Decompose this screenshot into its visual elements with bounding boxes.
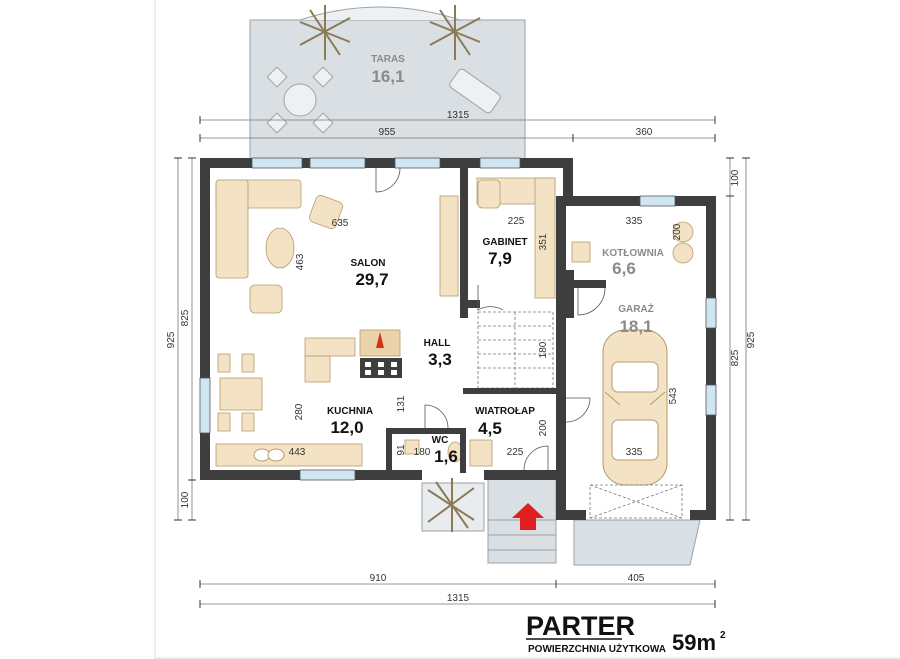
dim-kitchen-d: 280 (294, 403, 305, 420)
fire-icon (376, 332, 384, 348)
room-area-hall: 3,3 (428, 350, 452, 369)
inner-dimensions: 635 463 225 351 335 200 180 280 443 131 … (289, 216, 683, 458)
room-name-hall: HALL (424, 338, 451, 349)
room-name-salon: SALON (351, 258, 386, 269)
room-area-taras: 16,1 (371, 67, 404, 86)
dim-wc-w: 180 (414, 447, 431, 458)
dim-top-left: 955 (379, 127, 396, 138)
room-name-wiatrolap: WIATROŁAP (475, 406, 535, 417)
floor-legend: PARTER POWIERZCHNIA UŻYTKOWA 59m 2 (526, 611, 726, 655)
stairs (477, 311, 554, 389)
dim-wc-d2: 91 (396, 444, 407, 456)
dim-bottom-total: 1315 (447, 593, 470, 604)
dim-top-total: 1315 (447, 110, 470, 121)
floor-total-unit: 2 (720, 630, 726, 641)
dim-gabinet-d: 351 (538, 233, 549, 250)
dim-hall-d: 180 (538, 341, 549, 358)
room-area-garaz: 18,1 (619, 317, 652, 336)
room-area-salon: 29,7 (355, 270, 388, 289)
dim-right-outer: 925 (746, 331, 757, 348)
car-icon (602, 329, 668, 486)
room-area-kotlownia: 6,6 (612, 259, 636, 278)
dim-right-top: 100 (730, 169, 741, 186)
room-name-taras: TARAS (371, 54, 405, 65)
room-name-kuchnia: KUCHNIA (327, 406, 373, 417)
room-name-gabinet: GABINET (483, 237, 528, 248)
floor-subtitle: POWIERZCHNIA UŻYTKOWA (528, 642, 666, 655)
plant-icon (429, 5, 481, 60)
dim-wc-d1: 131 (396, 395, 407, 412)
furniture (215, 177, 694, 467)
dim-right-inner: 825 (730, 349, 741, 366)
dim-bottom-right: 405 (628, 573, 645, 584)
dim-kotlownia-w: 335 (626, 216, 643, 227)
dim-left-bottom: 100 (180, 491, 191, 508)
dim-left-outer: 925 (166, 331, 177, 348)
entrance-steps (487, 477, 557, 564)
dim-garage-w: 335 (626, 447, 643, 458)
room-area-gabinet: 7,9 (488, 249, 512, 268)
room-labels: SALON 29,7 GABINET 7,9 KOTŁOWNIA 6,6 GAR… (327, 237, 664, 466)
entrance-arrow-icon (512, 503, 544, 530)
dim-kotlownia-d: 200 (672, 223, 683, 240)
windows (199, 157, 717, 481)
plant-icon (427, 478, 475, 532)
dim-left-inner: 825 (180, 309, 191, 326)
floor-total-area: 59m (672, 630, 716, 655)
dim-top-right: 360 (636, 127, 653, 138)
dim-vest-d: 200 (538, 419, 549, 436)
room-area-wc: 1,6 (434, 447, 458, 466)
dim-garage-d: 543 (668, 387, 679, 404)
terrace: TARAS 16,1 (249, 5, 526, 161)
dim-gabinet-w: 225 (508, 216, 525, 227)
dimensions: 1315 955 360 910 405 1315 925 825 100 10… (166, 110, 757, 608)
doors (375, 167, 606, 471)
room-name-kotlownia: KOTŁOWNIA (602, 248, 664, 259)
room-name-garaz: GARAŻ (618, 302, 654, 315)
dim-salon-w: 635 (332, 218, 349, 229)
dim-vest-w: 225 (507, 447, 524, 458)
room-name-wc: WC (432, 435, 449, 446)
dim-bottom-left: 910 (370, 573, 387, 584)
floor-title: PARTER (526, 611, 635, 641)
room-area-wiatrolap: 4,5 (478, 419, 502, 438)
plant-icon (299, 5, 351, 60)
dim-salon-d: 463 (295, 253, 306, 270)
room-area-kuchnia: 12,0 (330, 418, 363, 437)
dim-kitchen-w: 443 (289, 447, 306, 458)
